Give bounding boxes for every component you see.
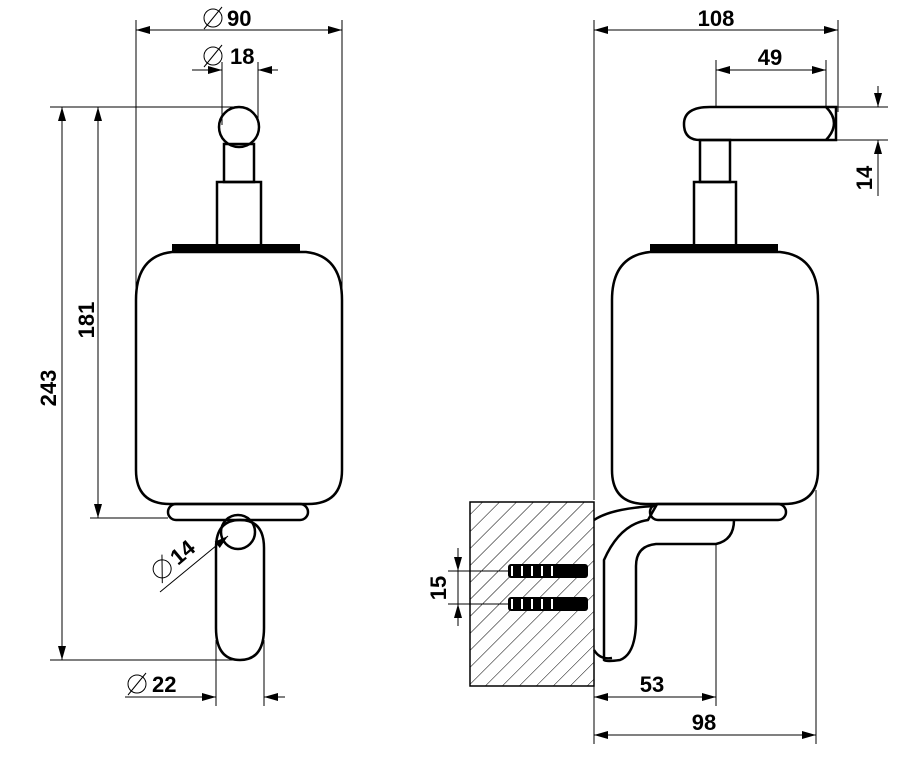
dimension-lever-49: 49 — [715, 45, 827, 108]
front-view: 90 18 243 181 — [36, 6, 344, 706]
dim-value-lever-49: 49 — [758, 45, 782, 70]
diameter-symbol-icon — [127, 672, 147, 696]
diameter-symbol-icon — [203, 6, 223, 30]
dim-value-height-243: 243 — [36, 370, 61, 407]
dimension-height-243: 243 — [36, 106, 240, 661]
front-dispenser-outline — [134, 105, 344, 662]
dim-value-depth-108: 108 — [698, 6, 735, 31]
dimension-offset-53: 53 — [594, 544, 717, 706]
side-view: 108 49 14 15 — [426, 6, 888, 744]
dim-value-height-181: 181 — [74, 302, 99, 339]
wall-anchor-bottom — [508, 597, 588, 611]
dim-value-spacing-15: 15 — [426, 576, 451, 600]
dimension-height-181: 181 — [74, 107, 168, 519]
dim-value-diameter-18: 18 — [230, 44, 254, 69]
dimension-spacing-15: 15 — [426, 548, 508, 626]
dimension-diameter-22: 22 — [125, 640, 285, 706]
wall-section — [469, 501, 595, 687]
dim-value-offset-53: 53 — [640, 672, 664, 697]
dimension-thickness-14: 14 — [836, 86, 888, 196]
wall-anchor-top — [508, 564, 588, 578]
dimension-diameter-90: 90 — [135, 6, 343, 300]
dim-value-diameter-90: 90 — [227, 6, 251, 31]
dimension-depth-98: 98 — [593, 490, 817, 744]
diameter-symbol-icon — [203, 44, 223, 68]
dim-value-diameter-22: 22 — [152, 672, 176, 697]
dim-value-thickness-14: 14 — [852, 165, 877, 190]
dimension-diameter-18: 18 — [192, 44, 278, 125]
dimension-depth-108: 108 — [593, 6, 839, 500]
diameter-symbol-icon — [152, 554, 172, 584]
dim-value-depth-98: 98 — [692, 710, 716, 735]
side-dispenser-outline — [592, 105, 838, 663]
